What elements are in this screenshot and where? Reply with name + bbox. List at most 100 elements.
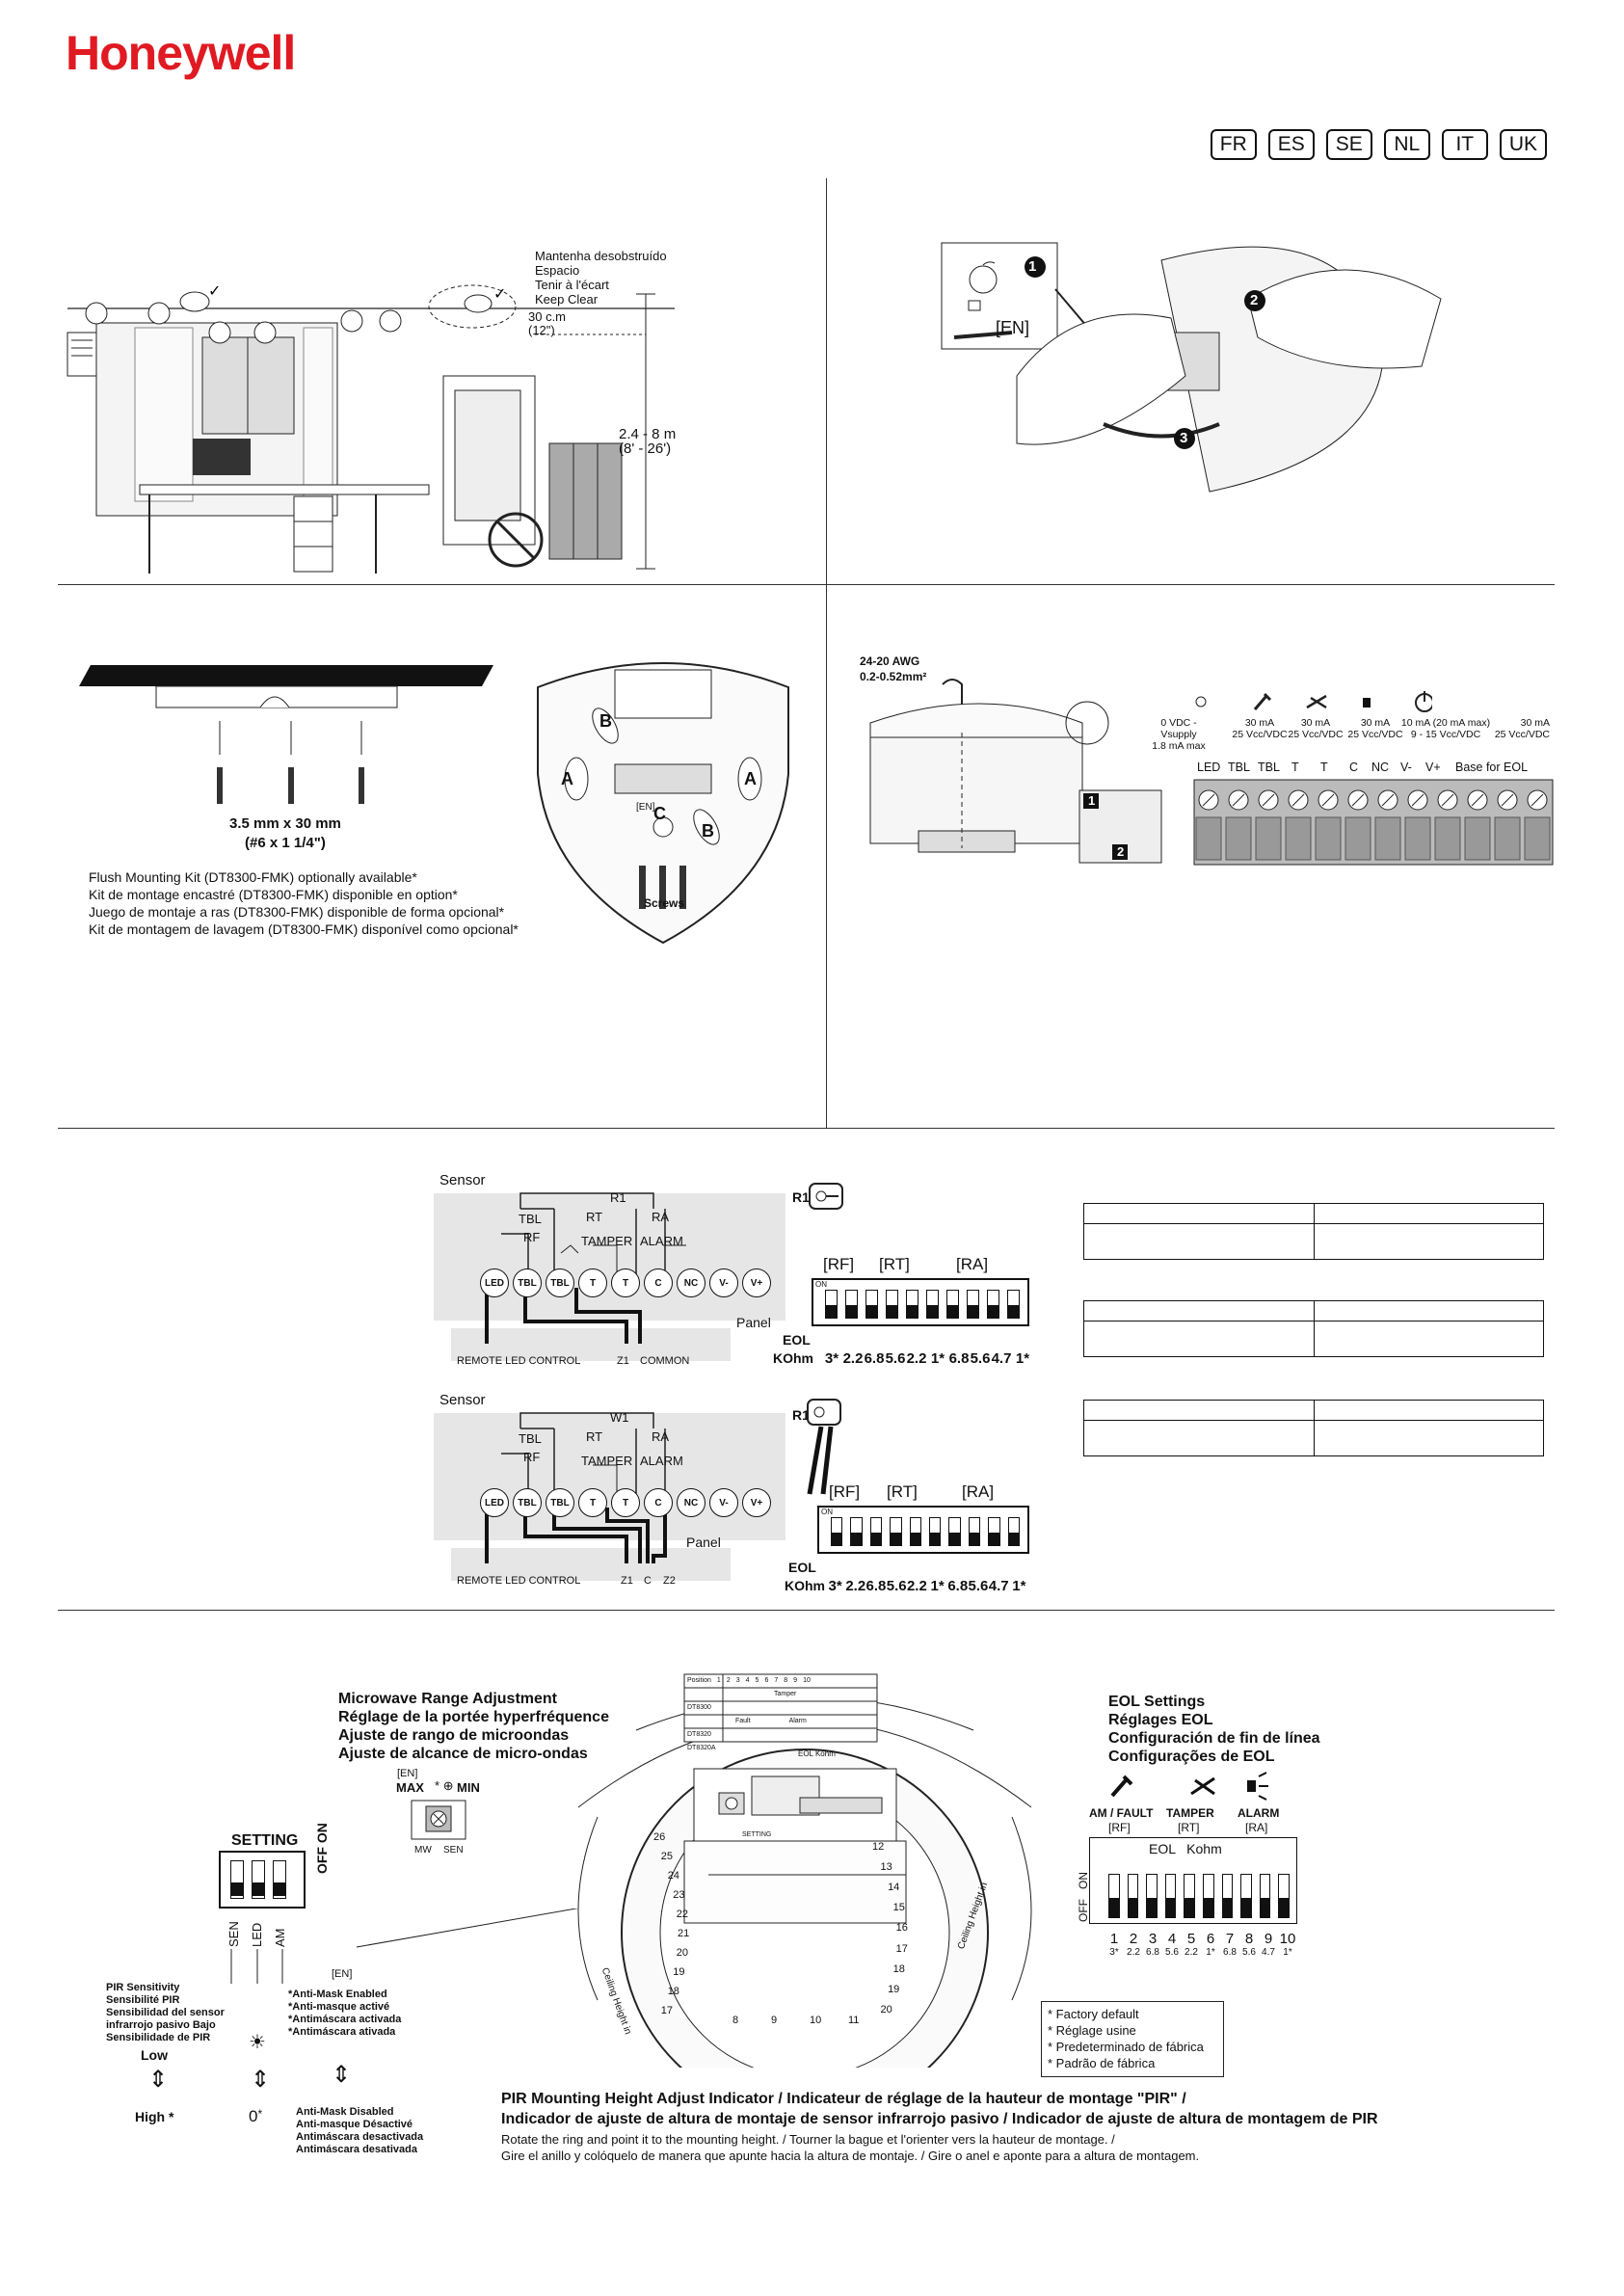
dip-switch[interactable] bbox=[1127, 1874, 1139, 1918]
factory-default-box: * Factory default * Réglage usine * Pred… bbox=[1041, 2001, 1224, 2077]
dip-switch[interactable] bbox=[1278, 1874, 1291, 1918]
diagram1-terminal: T bbox=[578, 1268, 607, 1297]
dip-switch[interactable] bbox=[1007, 1290, 1020, 1319]
terminal-screw-slot bbox=[1291, 793, 1305, 807]
ring-h-10: 10 bbox=[803, 1677, 811, 1684]
dip-switch[interactable] bbox=[1164, 1874, 1177, 1918]
section-divider-3 bbox=[58, 1610, 1555, 1611]
diagram1-terminal: V+ bbox=[742, 1268, 771, 1297]
lang-fr[interactable]: FR bbox=[1210, 129, 1257, 160]
dip-switch[interactable] bbox=[1107, 1874, 1120, 1918]
eol-number: 2 bbox=[1129, 1931, 1138, 1947]
diagram1-sensor-label: Sensor bbox=[439, 1172, 486, 1188]
dip-switch[interactable] bbox=[929, 1517, 942, 1546]
dip-value: 6.8 bbox=[947, 1578, 969, 1594]
dip-switch[interactable] bbox=[1146, 1874, 1158, 1918]
diagram2-terminal: C bbox=[644, 1488, 673, 1517]
terminal-slot bbox=[1434, 816, 1461, 861]
microwave-pot bbox=[411, 1800, 466, 1840]
dip-switch[interactable] bbox=[906, 1290, 918, 1319]
screw-size: 3.5 mm x 30 mm bbox=[229, 815, 341, 832]
ring-height-mark: 17 bbox=[895, 1942, 908, 1955]
ring-h-3: 3 bbox=[735, 1677, 740, 1684]
ring-height-mark: 24 bbox=[667, 1870, 679, 1882]
dip-switch[interactable] bbox=[886, 1290, 898, 1319]
dip-switch-knob bbox=[1241, 1898, 1251, 1917]
led-zero-value: 0 bbox=[249, 2107, 258, 2125]
language-selector: FR ES SE NL IT UK bbox=[1210, 129, 1547, 160]
diagram2-cutter-icon bbox=[807, 1399, 841, 1495]
ring-height-mark: 22 bbox=[676, 1909, 689, 1920]
dip-switch[interactable] bbox=[1259, 1874, 1271, 1918]
ring-height-mark: 20 bbox=[676, 1947, 689, 1959]
term-label-vplus: V+ bbox=[1425, 761, 1441, 774]
dip-switch[interactable] bbox=[831, 1517, 843, 1546]
dip-switch[interactable] bbox=[890, 1517, 902, 1546]
dip-switch[interactable] bbox=[865, 1290, 878, 1319]
ring-fault: Fault bbox=[735, 1718, 751, 1724]
diagram2-terminal: LED bbox=[480, 1488, 509, 1517]
wire-awg: 24-20 AWG bbox=[860, 654, 920, 668]
dip-switch[interactable] bbox=[1240, 1874, 1252, 1918]
lang-nl[interactable]: NL bbox=[1383, 129, 1430, 160]
dip-switch[interactable] bbox=[1184, 1874, 1196, 1918]
dip-switch[interactable] bbox=[926, 1290, 939, 1319]
dip-switch[interactable] bbox=[845, 1290, 858, 1319]
ring-h-position: Position bbox=[687, 1677, 711, 1684]
clearance-value: 30 c.m (12") bbox=[528, 310, 566, 337]
dip-switch[interactable] bbox=[825, 1290, 838, 1319]
eol-code-rf: [RF] bbox=[1108, 1821, 1131, 1834]
dip-switch[interactable] bbox=[968, 1517, 981, 1546]
lang-it[interactable]: IT bbox=[1441, 129, 1488, 160]
pir-height-rotate-1: Rotate the ring and point it to the moun… bbox=[501, 2132, 1115, 2147]
ring-height-mark: 14 bbox=[888, 1882, 900, 1894]
lang-uk[interactable]: UK bbox=[1499, 129, 1547, 160]
term-label-vminus: V- bbox=[1400, 761, 1412, 774]
ring-h-8: 8 bbox=[784, 1677, 788, 1684]
ring-alarm: Alarm bbox=[788, 1718, 807, 1724]
dip-switch[interactable] bbox=[869, 1517, 883, 1546]
diagram2-terminal: V+ bbox=[742, 1488, 771, 1517]
dip-value: 5.6 bbox=[885, 1350, 906, 1367]
dip-switch[interactable] bbox=[948, 1517, 961, 1546]
pir-line-fr: Sensibilité PIR bbox=[106, 1994, 180, 2006]
base-label-a-left: A bbox=[561, 769, 573, 788]
dip-switch[interactable] bbox=[987, 1290, 999, 1319]
diagram1-terminal: TBL bbox=[513, 1268, 542, 1297]
dip2-body: ON bbox=[817, 1506, 1029, 1554]
lang-es[interactable]: ES bbox=[1267, 129, 1315, 160]
lang-se[interactable]: SE bbox=[1325, 129, 1372, 160]
honeywell-logo: Honeywell bbox=[66, 26, 296, 80]
diagram2-c: C bbox=[644, 1575, 652, 1587]
dip-switch[interactable] bbox=[850, 1517, 863, 1546]
screw-size-imperial: (#6 x 1 1/4") bbox=[245, 835, 326, 851]
dip1-body: ON bbox=[812, 1278, 1029, 1326]
dip-switch-knob bbox=[1260, 1898, 1270, 1917]
diagram1-panel-box bbox=[451, 1328, 731, 1361]
dip-switch[interactable] bbox=[909, 1517, 921, 1546]
ring-height-mark: 11 bbox=[848, 2015, 860, 2026]
dip-switch[interactable] bbox=[1202, 1874, 1214, 1918]
pir-line-es-1: Sensibilidad del sensor bbox=[106, 2007, 225, 2018]
dip-switch[interactable] bbox=[1007, 1517, 1020, 1546]
dip-value: 5.6 bbox=[886, 1578, 907, 1594]
dip-switch[interactable] bbox=[946, 1290, 959, 1319]
ring-h-6: 6 bbox=[764, 1677, 769, 1684]
pir-line-en: PIR Sensitivity bbox=[106, 1982, 180, 1993]
dip-switch[interactable] bbox=[967, 1290, 979, 1319]
dip-switch[interactable] bbox=[988, 1517, 1000, 1546]
ring-height-mark: 8 bbox=[732, 2015, 739, 2026]
dip1-ra: [RA] bbox=[956, 1255, 989, 1273]
diagram1-terminal: C bbox=[644, 1268, 673, 1297]
diagram1-terminal: NC bbox=[677, 1268, 706, 1297]
term-label-nc: NC bbox=[1371, 761, 1390, 774]
pir-arrow: ⇕ bbox=[148, 2067, 169, 2093]
dip-switch[interactable] bbox=[1221, 1874, 1234, 1918]
dip-value: 1* bbox=[1012, 1578, 1026, 1594]
microwave-line-es: Ajuste de rango de microondas bbox=[338, 1727, 570, 1744]
